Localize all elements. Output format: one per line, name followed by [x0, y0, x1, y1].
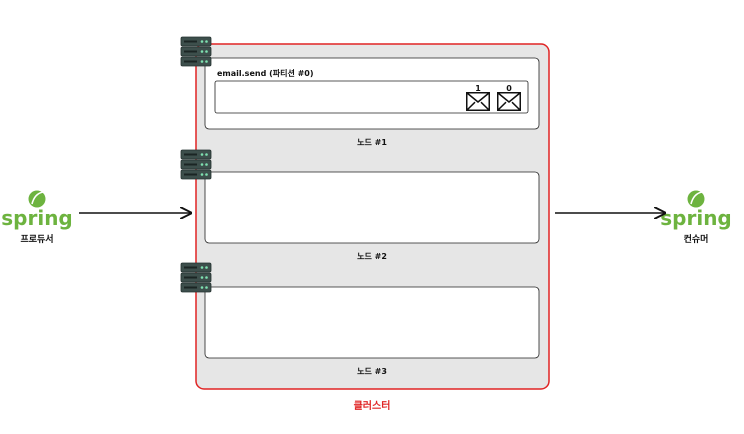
- spring-leaf-icon: [687, 190, 705, 208]
- node-1: email.send (파티션 #0) 1 0 노드 #1: [180, 36, 540, 147]
- consumer-label: 컨슈머: [684, 233, 709, 245]
- node-3: 노드 #3: [180, 262, 540, 376]
- server-rack-icon: [180, 149, 212, 180]
- node-label: 노드 #3: [357, 367, 387, 376]
- node-box: [204, 171, 540, 244]
- message-offset: 1: [475, 84, 481, 93]
- message-1: 1: [466, 84, 490, 111]
- partition-title: email.send (파티션 #0): [217, 68, 314, 78]
- producer-spring-logo: spring: [1, 206, 73, 230]
- message-0: 0: [497, 84, 521, 111]
- node-label: 노드 #1: [357, 138, 387, 147]
- spring-leaf-icon: [28, 190, 46, 208]
- message-offset: 0: [506, 84, 512, 93]
- node-label: 노드 #2: [357, 252, 387, 261]
- node-2: 노드 #2: [180, 149, 540, 261]
- cluster-label: 클러스터: [354, 399, 391, 412]
- envelope-icon: [466, 92, 490, 111]
- consumer: spring 컨슈머: [660, 190, 732, 245]
- server-rack-icon: [180, 262, 212, 293]
- consumer-spring-logo: spring: [660, 206, 732, 230]
- partition-box: [214, 80, 529, 114]
- producer: spring 프로듀서: [1, 190, 73, 245]
- server-rack-icon: [180, 36, 212, 67]
- node-box: [204, 286, 540, 359]
- producer-label: 프로듀서: [20, 233, 53, 245]
- envelope-icon: [497, 92, 521, 111]
